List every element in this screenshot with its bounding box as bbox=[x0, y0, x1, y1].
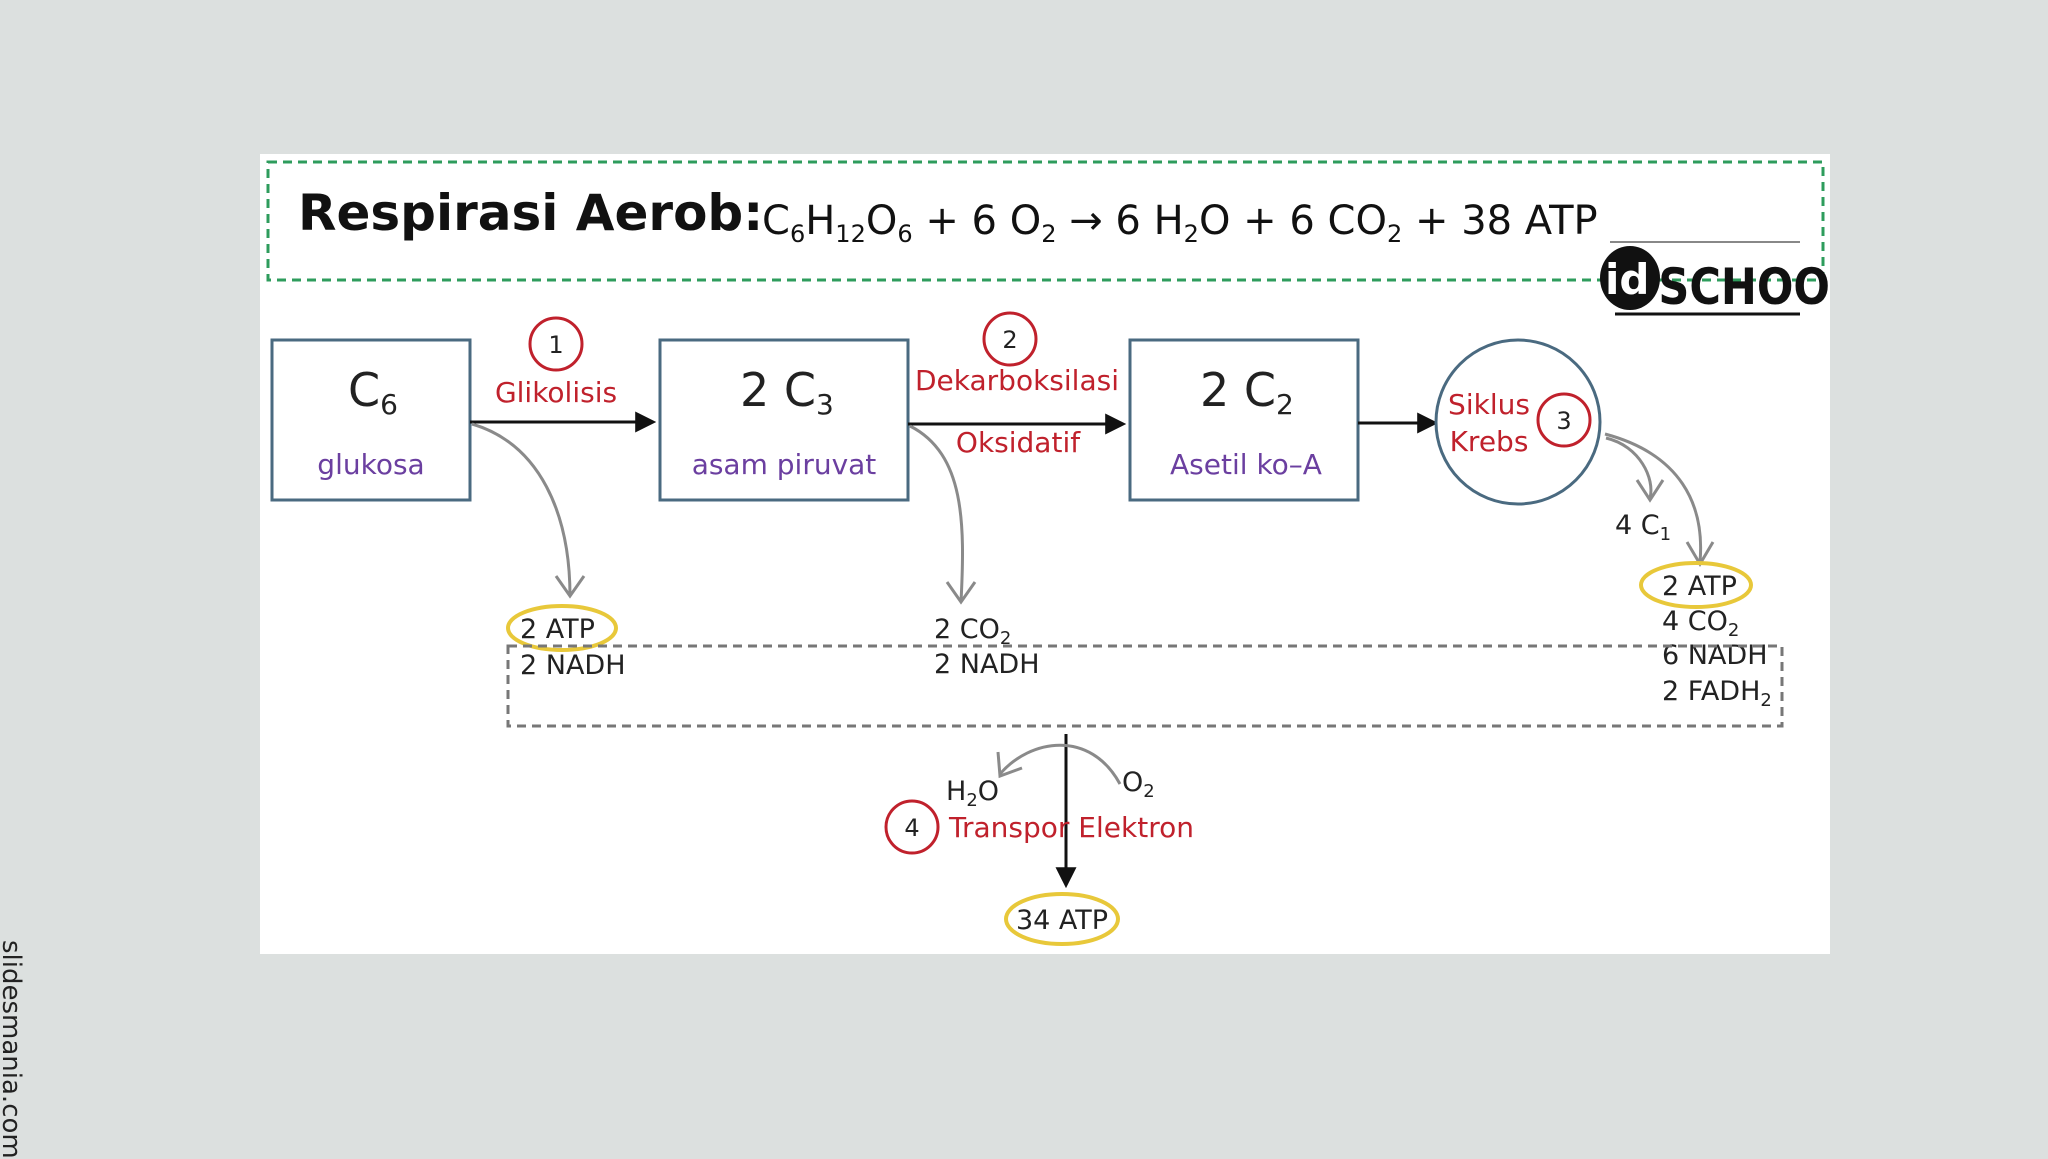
box-asetil-koa bbox=[1128, 338, 1360, 502]
step-2-badge bbox=[982, 311, 1038, 367]
glikolisis-label: Glikolisis bbox=[495, 376, 617, 409]
electron-carrier-box bbox=[506, 644, 1784, 728]
step-1-badge bbox=[528, 316, 584, 372]
box-asam-piruvat bbox=[658, 338, 910, 502]
watermark: slidesmania.com bbox=[0, 940, 32, 1159]
piruvat-formula: 2 C3 bbox=[740, 363, 834, 421]
svg-text:SCHOOL: SCHOOL bbox=[1658, 258, 1830, 316]
h2o-label: H2O bbox=[946, 776, 999, 811]
dekarboksilasi-co2: 2 CO2 bbox=[934, 614, 1011, 649]
krebs-co2: 4 CO2 bbox=[1662, 606, 1739, 641]
glukosa-formula: C6 bbox=[348, 363, 398, 421]
o2-label: O2 bbox=[1122, 767, 1155, 802]
diagram-card: Respirasi Aerob: C6H12O6 + 6 O2 → 6 H2O … bbox=[260, 154, 1830, 954]
respiration-diagram: Respirasi Aerob: C6H12O6 + 6 O2 → 6 H2O … bbox=[266, 160, 1830, 946]
step-2-number: 2 bbox=[1002, 326, 1017, 354]
glikolisis-nadh: 2 NADH bbox=[520, 650, 626, 681]
dekarboksilasi-label: Dekarboksilasi bbox=[915, 364, 1119, 397]
step-1-number: 1 bbox=[548, 331, 563, 359]
atp-highlight-glikolisis bbox=[506, 604, 618, 652]
glukosa-label: glukosa bbox=[317, 448, 424, 481]
atp-highlight-final bbox=[1004, 892, 1120, 946]
title-banner bbox=[266, 160, 1825, 282]
krebs-4c1: 4 C1 bbox=[1615, 510, 1671, 545]
equation: C6H12O6 + 6 O2 → 6 H2O + 6 CO2 + 38 ATP bbox=[762, 198, 1598, 248]
box-glukosa bbox=[270, 338, 472, 502]
step-3-number: 3 bbox=[1556, 407, 1571, 435]
step-4-badge bbox=[884, 799, 940, 855]
watermark-text: slidesmania.com bbox=[0, 940, 26, 1159]
water-oxygen-arrow bbox=[996, 743, 1122, 785]
transpor-elektron-label: Transpor Elektron bbox=[948, 811, 1194, 844]
step-3-badge bbox=[1536, 392, 1592, 448]
siklus-label: Siklus bbox=[1448, 388, 1530, 421]
oksidatif-label: Oksidatif bbox=[956, 426, 1081, 459]
page-title: Respirasi Aerob: bbox=[298, 184, 763, 242]
idschool-logo: id SCHOOL bbox=[1600, 241, 1830, 316]
dekarboksilasi-nadh: 2 NADH bbox=[934, 649, 1040, 680]
glikolisis-atp: 2 ATP bbox=[520, 614, 595, 645]
asetil-label: Asetil ko–A bbox=[1170, 448, 1322, 481]
svg-text:id: id bbox=[1605, 255, 1649, 304]
krebs-fadh2: 2 FADH2 bbox=[1662, 676, 1772, 711]
krebs-atp: 2 ATP bbox=[1662, 571, 1737, 602]
asetil-formula: 2 C2 bbox=[1200, 363, 1294, 421]
final-atp: 34 ATP bbox=[1016, 905, 1108, 936]
krebs-cycle-circle bbox=[1434, 338, 1602, 506]
step-4-number: 4 bbox=[904, 814, 919, 842]
piruvat-label: asam piruvat bbox=[692, 448, 877, 481]
krebs-label: Krebs bbox=[1450, 425, 1529, 458]
product-arrows bbox=[471, 422, 1715, 605]
atp-highlight-krebs bbox=[1639, 561, 1753, 609]
